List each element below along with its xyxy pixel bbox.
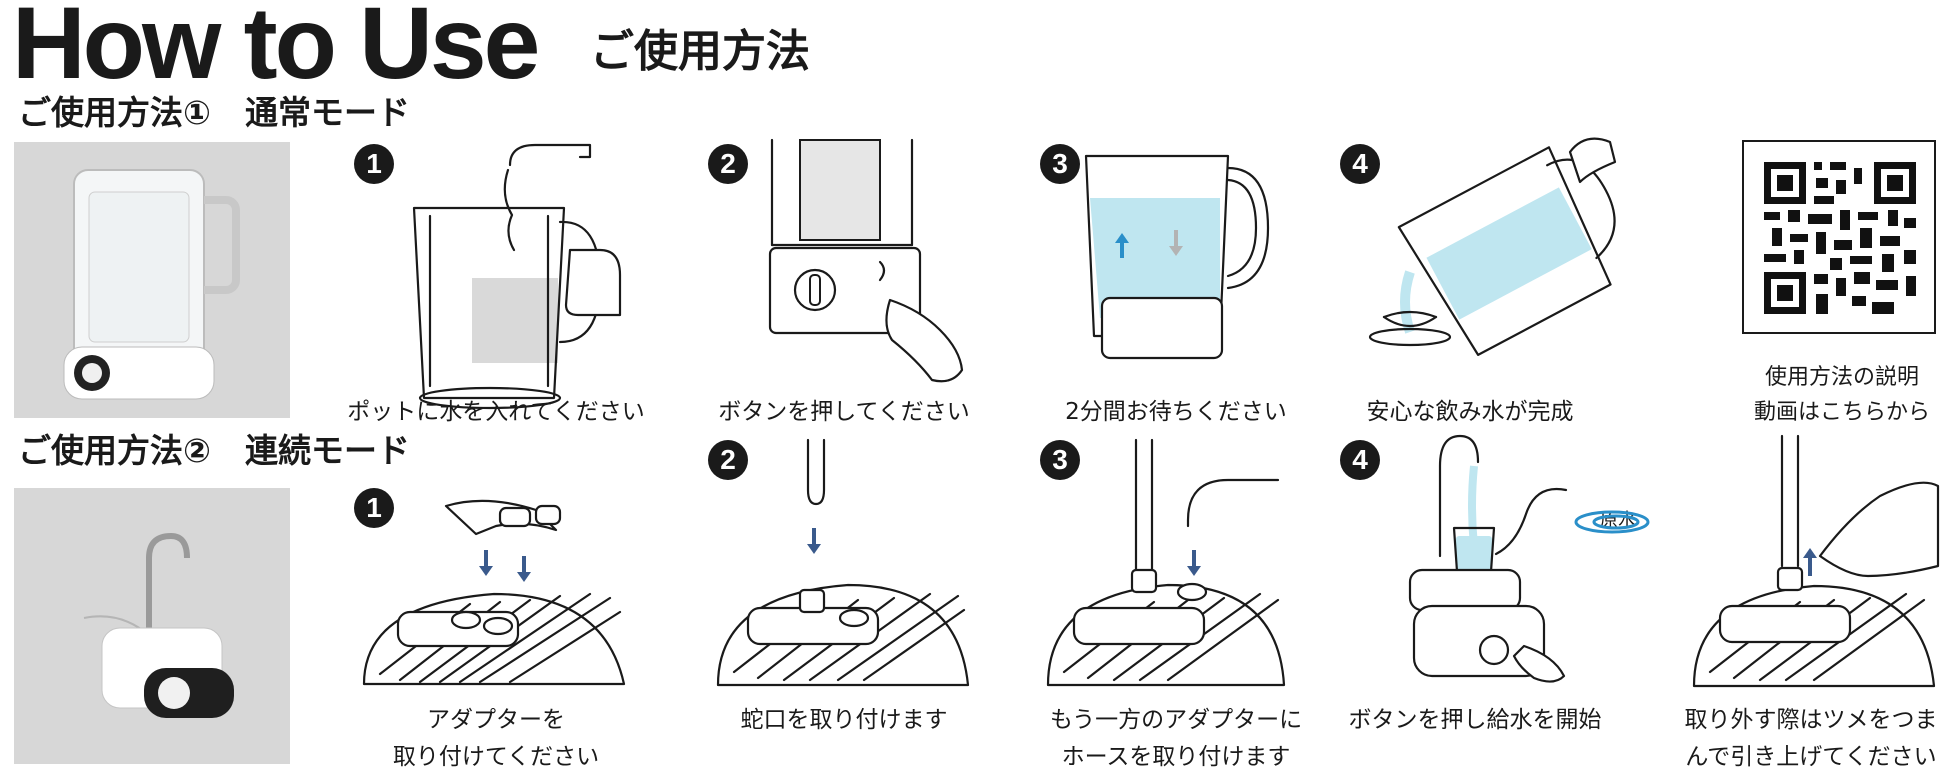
- step-2-3-caption-line2: ホースを取り付けます: [1061, 743, 1291, 770]
- raw-water-swirl-icon: [1574, 510, 1650, 534]
- step-1-2-illustration: [768, 138, 964, 383]
- qr-code-icon[interactable]: [1764, 162, 1916, 314]
- qr-caption: 使用方法の説明 動画はこちらから: [1722, 360, 1950, 430]
- step-2-3-illustration: [1046, 438, 1286, 687]
- qr-code-frame[interactable]: [1742, 140, 1936, 334]
- step-2-1-number: 1: [354, 488, 394, 528]
- step-1-2-number: 2: [708, 144, 748, 184]
- section-2-title: ご使用方法② 連続モード: [18, 434, 410, 467]
- step-2-2-illustration: [716, 438, 970, 687]
- step-2-5-caption-line1: 取り外す際はツメをつま: [1684, 707, 1938, 733]
- step-1-1-number: 1: [354, 144, 394, 184]
- step-2-4-illustration: [1408, 434, 1568, 683]
- step-1-4-number: 4: [1340, 144, 1380, 184]
- step-2-5-caption-line2: んで引き上げてください: [1685, 743, 1937, 770]
- step-1-4-illustration: [1368, 137, 1617, 356]
- step-2-1-caption: アダプターを 取り付けてください: [346, 702, 646, 776]
- qr-caption-line2: 動画はこちらから: [1753, 400, 1930, 426]
- step-1-3-caption: 2分間お待ちください: [1065, 399, 1287, 425]
- step-1-2-caption: ボタンを押してください: [718, 399, 970, 425]
- qr-caption-line1: 使用方法の説明: [1764, 365, 1919, 390]
- step-2-5-illustration: [1692, 434, 1940, 688]
- section-1-title-b: 通常モード: [244, 93, 410, 132]
- step-2-1-illustration: [362, 499, 626, 686]
- section-1-title-a: ご使用方法①: [18, 93, 211, 132]
- step-2-1-caption-line2: 取り付けてください: [392, 743, 600, 770]
- step-1-1-caption: ポットに水を入れてください: [347, 399, 645, 425]
- step-2-2-number: 2: [708, 440, 748, 480]
- step-2-3-caption-line1: もう一方のアダプターに: [1049, 707, 1303, 733]
- step-2-4-caption: ボタンを押し給水を開始: [1348, 707, 1602, 733]
- step-1-4-caption: 安心な飲み水が完成: [1366, 399, 1574, 425]
- product-photo-pitcher: [14, 142, 290, 418]
- product-photo-continuous: [14, 488, 290, 764]
- step-1-3-illustration: [1084, 154, 1270, 360]
- step-2-2-caption: 蛇口を取り付けます: [740, 707, 948, 733]
- step-2-5-caption: 取り外す際はツメをつま んで引き上げてください: [1680, 702, 1942, 776]
- page-title-jp: ご使用方法: [590, 26, 810, 77]
- step-2-3-number: 3: [1040, 440, 1080, 480]
- pitcher-photo-illustration: [63, 169, 240, 400]
- continuous-photo-illustration: [83, 532, 234, 718]
- section-1-title: ご使用方法① 通常モード: [18, 96, 410, 129]
- step-1-1-illustration: [412, 143, 622, 410]
- section-2-title-b: 連続モード: [244, 431, 410, 470]
- page-title: How to Use: [12, 0, 540, 100]
- section-2-title-a: ご使用方法②: [18, 431, 211, 470]
- step-2-3-caption: もう一方のアダプターに ホースを取り付けます: [1026, 702, 1326, 776]
- step-1-3-number: 3: [1040, 144, 1080, 184]
- step-2-4-number: 4: [1340, 440, 1380, 480]
- step-2-1-caption-line1: アダプターを: [427, 707, 565, 733]
